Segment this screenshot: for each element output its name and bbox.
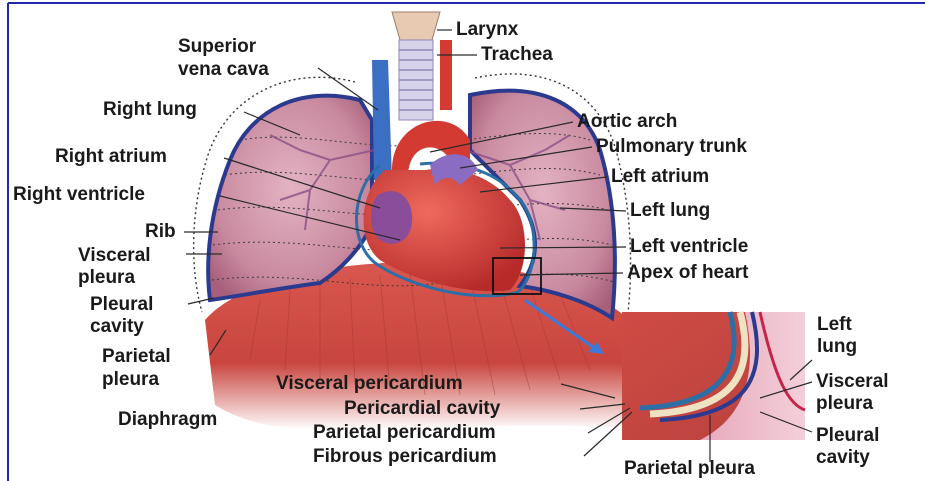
label-left-atrium: Left atrium bbox=[611, 166, 709, 187]
label-inset-visceral-pleura-line1: Visceral bbox=[816, 371, 889, 392]
label-trachea: Trachea bbox=[481, 44, 553, 65]
label-inset-left-lung-line2: lung bbox=[817, 336, 857, 357]
label-pericardial-cavity: Pericardial cavity bbox=[344, 398, 501, 419]
label-inset-parietal-pleura: Parietal pleura bbox=[624, 458, 755, 479]
inset-detail bbox=[622, 312, 805, 440]
larynx-shape bbox=[392, 12, 440, 40]
label-parietal-pleura-left-line2: pleura bbox=[102, 369, 159, 390]
label-right-atrium: Right atrium bbox=[55, 146, 167, 167]
label-rib: Rib bbox=[145, 221, 176, 242]
label-pulmonary-trunk: Pulmonary trunk bbox=[596, 136, 747, 157]
label-left-ventricle: Left ventricle bbox=[630, 236, 748, 257]
label-inset-visceral-pleura-line2: pleura bbox=[816, 393, 873, 414]
label-aortic-arch: Aortic arch bbox=[577, 111, 677, 132]
label-pleural-cavity-left-line2: cavity bbox=[90, 316, 144, 337]
label-diaphragm: Diaphragm bbox=[118, 409, 217, 430]
label-fibrous-pericardium: Fibrous pericardium bbox=[313, 446, 497, 467]
label-superior-vena-cava-line1: Superior bbox=[178, 36, 257, 57]
label-left-lung: Left lung bbox=[630, 200, 710, 221]
label-inset-pleural-cavity-line2: cavity bbox=[816, 447, 870, 468]
label-larynx: Larynx bbox=[456, 19, 519, 40]
label-inset-left-lung-line1: Left bbox=[817, 314, 853, 335]
label-visceral-pleura-left-line2: pleura bbox=[78, 267, 135, 288]
label-pleural-cavity-left-line1: Pleural bbox=[90, 294, 153, 315]
label-visceral-pleura-left-line1: Visceral bbox=[78, 245, 151, 266]
label-parietal-pericardium: Parietal pericardium bbox=[313, 422, 496, 443]
label-right-lung: Right lung bbox=[103, 99, 197, 120]
right-atrium-shape bbox=[371, 191, 412, 244]
label-superior-vena-cava-line2: vena cava bbox=[178, 59, 269, 80]
label-visceral-pericardium: Visceral pericardium bbox=[276, 373, 463, 394]
superior-vena-cava-shape bbox=[372, 60, 392, 180]
trachea-shape bbox=[399, 40, 433, 120]
label-apex-of-heart: Apex of heart bbox=[627, 262, 749, 283]
carotid-artery-shape bbox=[440, 40, 452, 110]
label-parietal-pleura-left-line1: Parietal bbox=[102, 346, 171, 367]
label-inset-pleural-cavity-line1: Pleural bbox=[816, 425, 879, 446]
label-right-ventricle: Right ventricle bbox=[13, 184, 145, 205]
